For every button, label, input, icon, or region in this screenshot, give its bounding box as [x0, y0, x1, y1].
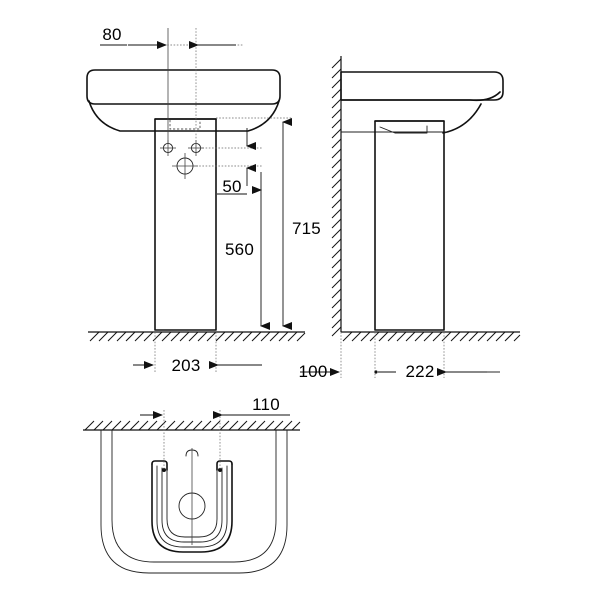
pedestal-plan-outline-2	[156, 465, 228, 548]
dim-label-203: 203	[172, 356, 201, 375]
pedestal-notch-side	[379, 125, 428, 134]
plan-view: 110	[83, 395, 301, 574]
dim-label-222: 222	[406, 362, 435, 381]
basin-rim-front	[86, 69, 281, 105]
floor-hatch-front	[89, 331, 306, 342]
basin-underside-side	[340, 91, 501, 102]
dimension-basin-depth: 222	[378, 332, 500, 381]
dim-label-560: 560	[225, 240, 254, 259]
basin-rim-side	[340, 71, 504, 101]
dimension-wall-offset: 100	[299, 332, 378, 381]
floor-hatch-side	[342, 331, 521, 342]
pedestal-fixing-dot-left	[162, 468, 166, 472]
waste-outlet-hole	[172, 153, 198, 179]
dimension-pedestal-width: 203	[133, 332, 262, 375]
dim-label-80: 80	[102, 25, 121, 44]
pedestal-plan-lip-left	[151, 460, 168, 471]
dim-label-50: 50	[222, 177, 241, 196]
dimension-pedestal-height: 715	[216, 117, 321, 330]
dim-label-100: 100	[299, 362, 328, 381]
side-view: 100 222	[299, 56, 521, 381]
dimension-tap-hole-spacing: 80	[100, 25, 243, 49]
basin-bowl-front	[88, 100, 280, 132]
dim-label-110: 110	[252, 395, 280, 414]
pedestal-fixing-dot-right	[218, 468, 222, 472]
pedestal-plan-outline-1	[151, 463, 233, 553]
basin-outline-plan-inner	[111, 429, 277, 563]
pedestal-slot-front	[169, 120, 201, 130]
basin-bowl-side	[442, 103, 482, 134]
dimension-plan-spacing: 110	[140, 395, 290, 419]
basin-outline-plan-outer	[100, 429, 288, 574]
front-view: 80 50 560 7	[86, 25, 321, 375]
dimension-hole-drop: 50	[196, 128, 262, 196]
dim-label-715: 715	[292, 219, 321, 238]
pedestal-plan-lip-right	[216, 460, 233, 471]
dimension-trap-height: 560	[225, 172, 270, 330]
wall-hatch-plan	[84, 420, 301, 431]
wall-hatch-side	[331, 58, 342, 337]
